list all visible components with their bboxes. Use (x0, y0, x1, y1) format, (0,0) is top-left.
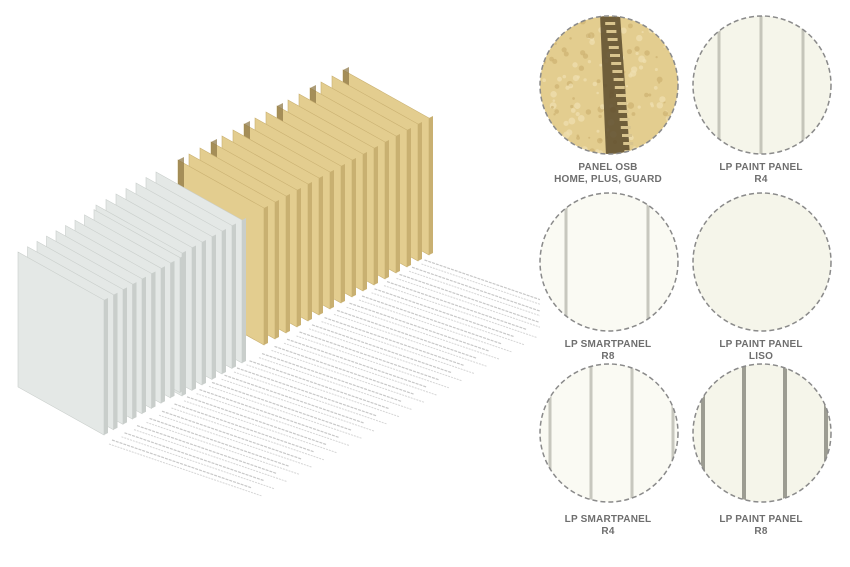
swatch-circle (691, 362, 833, 504)
groove-line (742, 362, 746, 504)
groove-line (549, 362, 552, 504)
groove-line (783, 362, 787, 504)
panel-caption-text (250, 361, 390, 409)
swatch-circle (538, 14, 680, 156)
groove-line (760, 14, 763, 156)
swatch-lp-paint-panel-liso[interactable]: LP PAINT PANELLISO (691, 191, 831, 363)
panel-caption-text (362, 296, 502, 344)
panel-caption-text (175, 404, 315, 452)
panel-caption-text (225, 375, 365, 423)
groove-line (590, 362, 593, 504)
swatch-texture (691, 191, 833, 333)
panel-caption-text (122, 437, 275, 489)
panel-caption-text (325, 318, 465, 366)
panel-caption-text (387, 282, 527, 330)
swatch-circle (691, 14, 833, 156)
groove-line (824, 362, 828, 504)
panel-caption-text (400, 274, 540, 322)
panel-caption-text (187, 397, 327, 445)
groove-line (802, 14, 805, 156)
groove-line (701, 362, 705, 504)
panel-caption-text (375, 289, 515, 337)
panel-caption-text (350, 303, 490, 351)
swatch-label: PANEL OSBHOME, PLUS, GUARD (538, 162, 678, 186)
swatch-circle (538, 191, 680, 333)
groove-line (672, 362, 675, 504)
swatch-lp-smartpanel-r8[interactable]: LP SMARTPANELR8 (538, 191, 678, 363)
swatch-label: LP SMARTPANELR8 (538, 339, 678, 363)
swatch-texture (538, 362, 680, 504)
panel-caption-text (109, 444, 262, 496)
groove-line (647, 191, 650, 333)
panel-caption-text (125, 433, 265, 481)
swatch-label: LP PAINT PANELR4 (691, 162, 831, 186)
panel-caption-text (287, 339, 427, 387)
panel-caption-text (337, 310, 477, 358)
panel-caption-text (162, 411, 302, 459)
panel-caption-text (212, 382, 352, 430)
panel-stack-illustration (0, 0, 540, 567)
swatch-texture (691, 362, 833, 504)
swatch-circle (691, 191, 833, 333)
swatch-lp-smartpanel-r4[interactable]: LP SMARTPANELR4 (538, 362, 678, 538)
swatch-panel-osb[interactable]: PANEL OSBHOME, PLUS, GUARD (538, 14, 678, 186)
swatch-label: LP PAINT PANELLISO (691, 339, 831, 363)
panel-caption-text (200, 390, 340, 438)
panel-caption-text (262, 354, 402, 402)
panel-caption-text (112, 440, 252, 488)
panel-caption-text (237, 368, 377, 416)
panel-caption-text (397, 278, 541, 330)
panel-caption-text (150, 418, 290, 466)
panel-caption-text (312, 325, 452, 373)
swatch-label: LP SMARTPANELR4 (538, 514, 678, 538)
swatch-lp-paint-panel-r4[interactable]: LP PAINT PANELR4 (691, 14, 831, 186)
groove-line (631, 362, 634, 504)
panel-caption-text (409, 271, 540, 323)
panel-caption-text (412, 267, 540, 315)
swatch-lp-paint-panel-r8[interactable]: LP PAINT PANELR8 (691, 362, 831, 538)
swatch-label: LP PAINT PANELR8 (691, 514, 831, 538)
groove-line (565, 191, 568, 333)
panel-caption-text (137, 426, 277, 474)
panel-caption-text (275, 346, 415, 394)
panel-caption-text (422, 264, 541, 316)
groove-line (718, 14, 721, 156)
panel-caption-text (300, 332, 440, 380)
swatch-texture (538, 191, 680, 333)
swatch-circle (538, 362, 680, 504)
